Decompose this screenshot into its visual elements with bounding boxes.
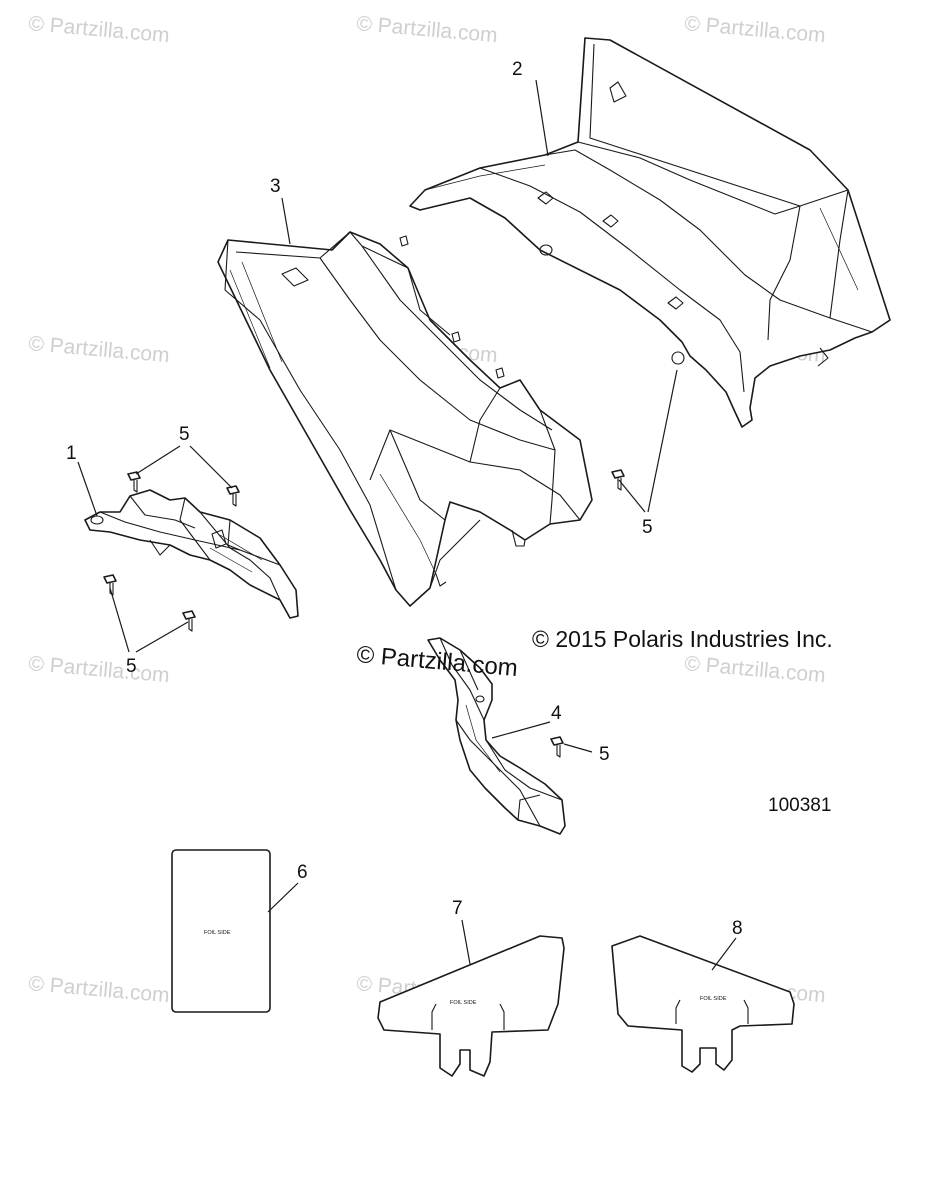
- callout-5: 5: [599, 744, 610, 765]
- part-1-bracket: [84, 489, 299, 619]
- callout-8: 8: [732, 918, 743, 939]
- callout-2: 2: [512, 59, 523, 80]
- fastener: [226, 485, 240, 507]
- part-3-clip-mounts: [399, 235, 505, 379]
- copyright-notice: © 2015 Polaris Industries Inc.: [532, 626, 833, 652]
- leader-lines: [77, 79, 737, 971]
- callout-7: 7: [452, 898, 463, 919]
- callout-labels: 1 2 3 4 5 5 5 5 6 7 8: [66, 59, 743, 939]
- watermark: © Partzilla.com: [28, 972, 171, 1007]
- fastener: [550, 736, 564, 758]
- callout-1: 1: [66, 443, 77, 464]
- part-4-bracket: [427, 637, 566, 835]
- figure-number: 100381: [768, 795, 831, 816]
- fastener: [103, 574, 117, 596]
- callout-5: 5: [126, 656, 137, 677]
- callout-5: 5: [179, 424, 190, 445]
- part-6-decal: FOIL SIDE: [171, 849, 271, 1013]
- part-2-rear-fender: [409, 37, 891, 428]
- decal-label: FOIL SIDE: [204, 930, 231, 936]
- fastener: [127, 471, 141, 493]
- watermark: © Partzilla.com: [684, 652, 827, 687]
- fastener: [611, 469, 625, 491]
- callout-5: 5: [642, 517, 653, 538]
- watermark: © Partzilla.com: [356, 12, 499, 47]
- part-5-fasteners: [103, 469, 625, 758]
- callout-6: 6: [297, 862, 308, 883]
- watermark: © Partzilla.com: [684, 12, 827, 47]
- part-7-decal: FOIL SIDE: [377, 935, 565, 1077]
- watermark: © Partzilla.com: [28, 332, 171, 367]
- part-2-clip-mounts: [537, 191, 685, 365]
- callout-3: 3: [270, 176, 281, 197]
- decal-label: FOIL SIDE: [700, 996, 727, 1002]
- site-watermark: © Partzilla.com: [355, 641, 518, 682]
- fastener: [182, 610, 196, 632]
- watermark: © Partzilla.com: [28, 652, 171, 687]
- watermark: © Partzilla.com: [28, 12, 171, 47]
- part-3-front-fender: [217, 231, 593, 607]
- decal-label: FOIL SIDE: [450, 1000, 477, 1006]
- callout-4: 4: [551, 703, 562, 724]
- part-8-decal: FOIL SIDE: [611, 935, 795, 1073]
